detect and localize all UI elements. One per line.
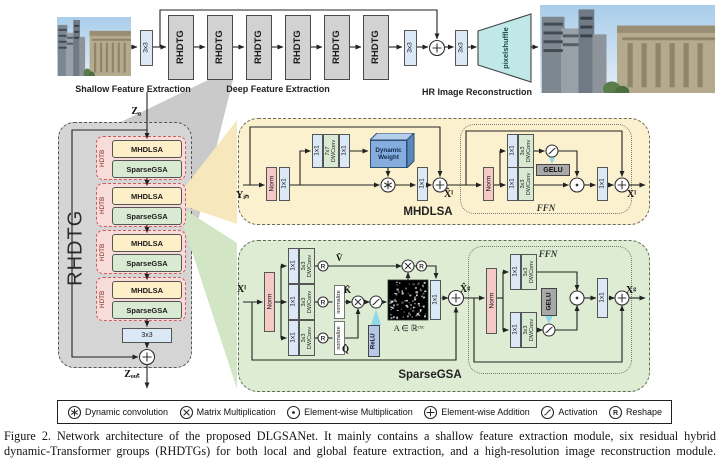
sparsegsa-conv1x1-v: 1x1 bbox=[288, 248, 299, 284]
reconstruction-conv3x3-block: 3x3 bbox=[455, 30, 468, 66]
x-l-output-label: Xˡ bbox=[627, 189, 636, 200]
legend-item-elementwise-multiplication: Element-wise Multiplication bbox=[286, 405, 413, 420]
shallow-feature-extraction-label: Shallow Feature Extraction bbox=[75, 84, 191, 94]
x-g-output-label: Xᵍ bbox=[626, 285, 637, 296]
elementwise-addition-icon bbox=[428, 39, 446, 57]
elementwise-addition-icon bbox=[424, 405, 438, 419]
mhdlsa-conv1x1-b: 1x1 bbox=[312, 134, 323, 168]
mhdlsa-conv1x1-c: 1x1 bbox=[339, 134, 350, 168]
k-hat-label: K̂ bbox=[344, 285, 352, 295]
rhdtg-block-6: RHDTG bbox=[363, 15, 389, 80]
rhdtg-block-2: RHDTG bbox=[207, 15, 233, 80]
post-body-conv3x3-block: 3x3 bbox=[404, 30, 417, 66]
legend-item-elementwise-addition: Element-wise Addition bbox=[423, 405, 530, 420]
mhdlsa-ffn-norm-block: Norm bbox=[483, 167, 494, 201]
mhdlsa-mini-block-3: MHDLSA bbox=[112, 234, 182, 252]
mhdlsa-ffn-box bbox=[460, 124, 632, 214]
legend-item-reshape: R Reshape bbox=[608, 405, 662, 420]
pixelshuffle-label: pixelshuffle bbox=[500, 27, 510, 69]
mhdlsa-conv1x1-a: 1x1 bbox=[279, 167, 290, 201]
reshape-icon: R bbox=[608, 405, 622, 419]
hdtb-label-2: HDTB bbox=[99, 196, 107, 214]
sparsegsa-title: SparseGSA bbox=[398, 369, 462, 381]
mhdlsa-mini-block-2: MHDLSA bbox=[112, 187, 182, 205]
dynamic-convolution-icon bbox=[67, 405, 82, 419]
elementwise-multiplication-icon bbox=[287, 405, 301, 419]
mhdlsa-title: MHDLSA bbox=[403, 206, 453, 218]
shallow-conv3x3-block: 3x3 bbox=[140, 30, 153, 66]
mhdlsa-norm-block: Norm bbox=[266, 167, 277, 201]
mhdlsa-conv1x1-d: 1x1 bbox=[417, 167, 428, 201]
sparsegsa-mini-block-3: SparseGSA bbox=[112, 254, 182, 272]
x-l-input-label: Xˡ bbox=[237, 284, 246, 295]
legend-item-activation: Activation bbox=[540, 405, 597, 420]
z-out-label: Zₒᵤₜ bbox=[124, 369, 140, 380]
sparsegsa-ffn-conv1x1-top: 1x1 bbox=[510, 254, 521, 290]
attention-matrix-label: A ∈ ℝᶜˣᶜ bbox=[393, 323, 425, 333]
input-lr-image bbox=[57, 17, 131, 76]
rhdtg-block-5: RHDTG bbox=[324, 15, 350, 80]
sparsegsa-norm-block: Norm bbox=[264, 272, 275, 332]
sparsegsa-ffn-conv1x1-bottom: 1x1 bbox=[510, 312, 521, 348]
activation-icon bbox=[541, 405, 555, 419]
svg-text:R: R bbox=[613, 410, 618, 417]
figure-caption-line-2: dynamic-Transformer groups (RHDTGs) for … bbox=[4, 444, 716, 458]
q-hat-label: Q̂ bbox=[342, 344, 350, 354]
sparsegsa-ffn-box bbox=[468, 246, 632, 374]
z-in-label: Z₀ bbox=[131, 106, 141, 117]
hdtb-label-4: HDTB bbox=[99, 290, 107, 308]
output-hr-image bbox=[540, 5, 715, 93]
rhdtg-conv3x3-block: 3x3 bbox=[122, 328, 172, 343]
mhdlsa-mini-block-4: MHDLSA bbox=[112, 281, 182, 299]
sparsegsa-mini-block-1: SparseGSA bbox=[112, 160, 182, 178]
v-hat-label: V̂ bbox=[336, 253, 343, 263]
x-hat-g-label: X̂ᵍ bbox=[460, 284, 471, 295]
mhdlsa-ffn-conv1x1-top: 1x1 bbox=[507, 134, 518, 168]
hdtb-label-1: HDTB bbox=[99, 149, 107, 167]
sparsegsa-gelu-label: GELU bbox=[541, 288, 557, 316]
hr-image-reconstruction-label: HR Image Reconstruction bbox=[421, 87, 533, 97]
y-in-label: Yᵢₙ bbox=[236, 190, 249, 201]
sparsegsa-ffn-conv1x1-out: 1x1 bbox=[597, 278, 608, 318]
x-hat-l-label: X̂ˡ bbox=[444, 189, 453, 200]
sparsegsa-conv1x1-out: 1x1 bbox=[430, 280, 441, 320]
figure-caption-line-1: Figure 2. Network architecture of the pr… bbox=[4, 429, 716, 443]
legend-item-matrix-multiplication: Matrix Multiplication bbox=[179, 405, 276, 420]
legend-item-dynamic-convolution: Dynamic convolution bbox=[67, 405, 168, 420]
mhdlsa-gelu-label: GELU bbox=[536, 164, 570, 176]
rhdtg-block-3: RHDTG bbox=[246, 15, 272, 80]
deep-feature-extraction-label: Deep Feature Extraction bbox=[226, 84, 330, 94]
mhdlsa-ffn-conv1x1-bottom: 1x1 bbox=[507, 167, 518, 201]
sparsegsa-conv1x1-q: 1x1 bbox=[288, 320, 299, 356]
rhdtg-panel-title: RHDTG bbox=[64, 209, 87, 286]
legend-bar: Dynamic convolution Matrix Multiplicatio… bbox=[57, 400, 672, 424]
sparsegsa-ffn-norm-block: Norm bbox=[486, 268, 497, 334]
sparsegsa-ffn-title: FFN bbox=[538, 249, 558, 259]
sparsegsa-conv1x1-k: 1x1 bbox=[288, 284, 299, 320]
hdtb-label-3: HDTB bbox=[99, 243, 107, 261]
rhdtg-block-4: RHDTG bbox=[285, 15, 311, 80]
mhdlsa-ffn-title: FFN bbox=[536, 203, 556, 213]
rhdtg-block-1: RHDTG bbox=[168, 15, 194, 80]
matrix-multiplication-icon bbox=[179, 405, 193, 419]
mhdlsa-mini-block-1: MHDLSA bbox=[112, 140, 182, 158]
sparsegsa-mini-block-2: SparseGSA bbox=[112, 207, 182, 225]
sparsegsa-mini-block-4: SparseGSA bbox=[112, 301, 182, 319]
mhdlsa-ffn-conv1x1-out: 1x1 bbox=[597, 167, 608, 201]
